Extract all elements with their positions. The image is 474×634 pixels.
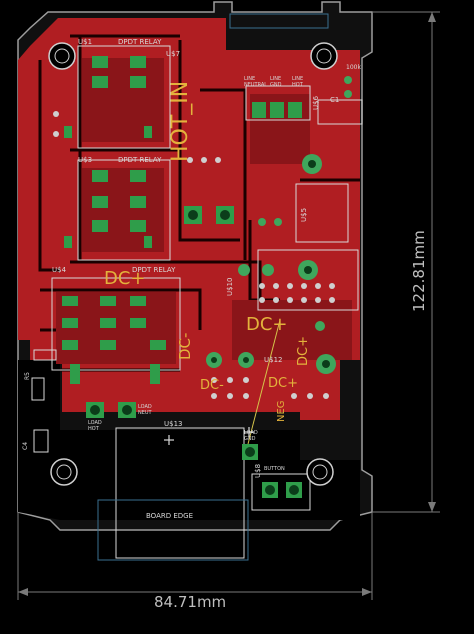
silkscreen	[31, 45, 363, 559]
label-line-hot: LINE HOT	[292, 76, 304, 88]
copper-pour-lower	[18, 360, 360, 520]
label-dc-minus-1: DC-	[176, 332, 194, 360]
label-dc-plus-1: DC+	[104, 268, 146, 289]
terminal-pads	[86, 102, 302, 498]
label-button: BUTTON	[264, 466, 285, 472]
label-r5: R5	[24, 372, 31, 380]
label-dpdt-relay-3: DPDT RELAY	[132, 266, 176, 274]
label-u1: U$1	[78, 38, 93, 46]
label-load-gnd: LOAD GND	[244, 430, 258, 442]
label-dc-plus-3: DC+	[296, 336, 311, 366]
label-dc-plus-4: DC+	[268, 376, 298, 391]
label-c4: C4	[22, 441, 29, 450]
airwire	[247, 319, 281, 445]
label-u12: U$12	[264, 356, 283, 364]
label-u10: U$10	[226, 277, 234, 296]
plus-marker	[164, 427, 254, 445]
dimension-height-label: 122.81mm	[410, 230, 428, 312]
via-grid	[53, 111, 335, 399]
label-u8: U$8	[254, 463, 262, 478]
mounting-holes	[48, 42, 338, 486]
top-cutout	[229, 13, 329, 29]
label-dpdt-relay-2: DPDT RELAY	[118, 156, 162, 164]
relay-pads	[62, 56, 166, 384]
label-u13: U$13	[164, 420, 183, 428]
label-load-hot: LOAD HOT	[88, 420, 102, 432]
label-line-gnd: LINE GND	[270, 76, 282, 88]
usb-cutout	[97, 499, 249, 561]
label-load-neut: LOAD NEUT	[138, 404, 152, 416]
label-100k: 100k	[346, 64, 361, 71]
label-u5: U$5	[300, 207, 308, 222]
dimension-width-label: 84.71mm	[154, 593, 227, 611]
label-c1: C1	[330, 96, 340, 104]
label-u7: U$7	[166, 50, 181, 58]
dimension-arrows	[18, 12, 436, 596]
via-holes	[211, 160, 330, 368]
label-line-neutral: LINE NEUTRAL	[244, 76, 268, 88]
label-dc-plus-2: DC+	[246, 314, 288, 335]
label-u6: U$6	[312, 95, 320, 110]
label-dpdt-relay-1: DPDT RELAY	[118, 38, 162, 46]
label-u4: U$4	[52, 266, 67, 274]
dimension-lines	[17, 11, 440, 600]
label-board-edge: BOARD EDGE	[146, 512, 193, 520]
label-u3: U$3	[78, 156, 93, 164]
label-hot-in: HOT_IN	[168, 80, 193, 162]
label-dc-minus-2: DC-	[200, 378, 224, 393]
label-neg: NEG	[276, 400, 287, 422]
